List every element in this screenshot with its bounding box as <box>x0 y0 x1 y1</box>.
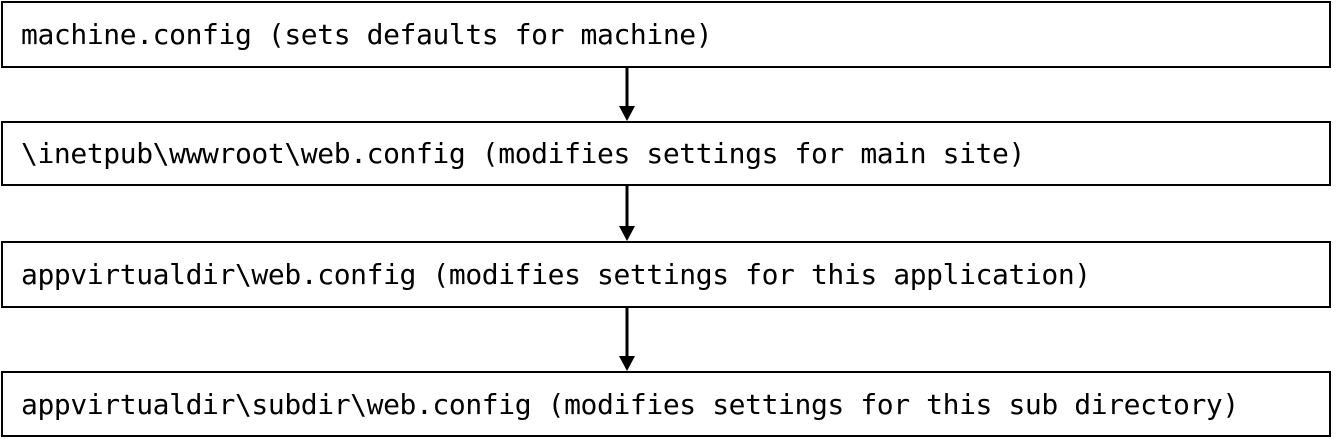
node-label: appvirtualdir\web.config (modifies setti… <box>21 258 1091 291</box>
config-node-subdirectory: appvirtualdir\subdir\web.config (modifie… <box>1 371 1331 437</box>
down-arrow-icon <box>619 68 635 121</box>
config-node-main-site: \inetpub\wwwroot\web.config (modifies se… <box>1 121 1331 186</box>
node-label: machine.config (sets defaults for machin… <box>21 18 713 51</box>
node-label: appvirtualdir\subdir\web.config (modifie… <box>21 387 1239 421</box>
config-node-application: appvirtualdir\web.config (modifies setti… <box>1 241 1331 308</box>
down-arrow-icon <box>619 186 635 241</box>
node-label: \inetpub\wwwroot\web.config (modifies se… <box>21 137 1025 170</box>
down-arrow-icon <box>619 308 635 371</box>
config-node-machine: machine.config (sets defaults for machin… <box>1 1 1331 68</box>
